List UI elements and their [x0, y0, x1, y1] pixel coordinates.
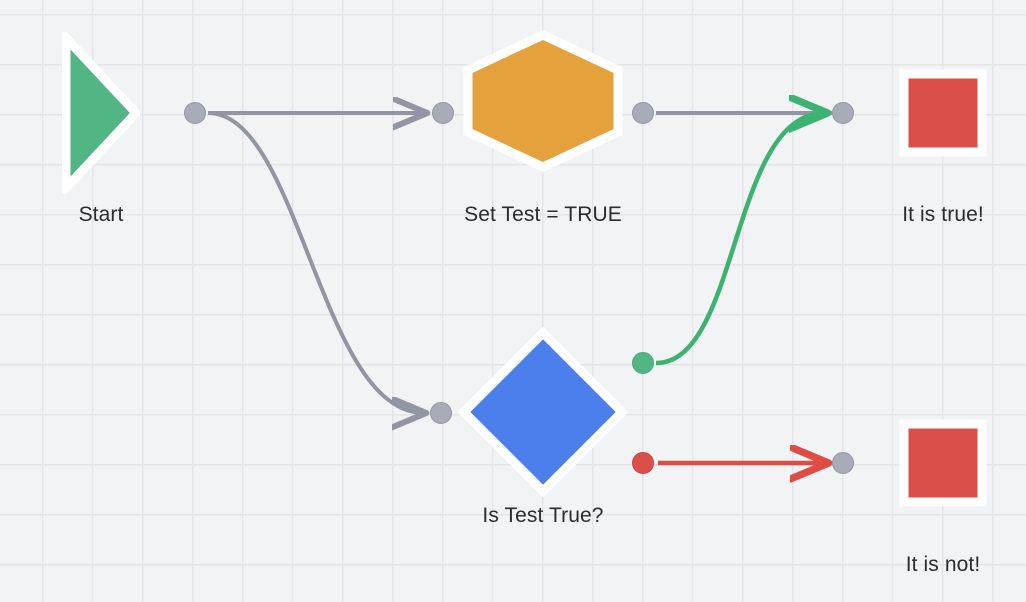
port-decision-true-output[interactable]: [632, 352, 654, 374]
port-start-output[interactable]: [184, 102, 206, 124]
node-label-it-is-true: It is true!: [902, 203, 984, 226]
square-shape[interactable]: [899, 69, 987, 157]
node-label-set-test: Set Test = TRUE: [464, 203, 622, 226]
edge-start-to-decision[interactable]: [207, 111, 424, 413]
node-is-test-true[interactable]: [458, 327, 628, 497]
port-it-is-true-input[interactable]: [832, 102, 854, 124]
port-set-test-input[interactable]: [432, 102, 454, 124]
node-set-test[interactable]: [463, 30, 623, 172]
hexagon-shape[interactable]: [463, 30, 623, 172]
triangle-right-shape[interactable]: [62, 32, 140, 194]
edge-decision-true-to-it-is-true[interactable]: [655, 113, 825, 366]
port-decision-input[interactable]: [430, 402, 452, 424]
node-label-it-is-not: It is not!: [905, 553, 981, 576]
node-start[interactable]: [62, 32, 140, 194]
node-label-start: Start: [78, 203, 124, 226]
node-it-is-not[interactable]: [899, 419, 987, 507]
node-it-is-true[interactable]: [899, 69, 987, 157]
diamond-shape[interactable]: [458, 327, 628, 497]
square-shape[interactable]: [899, 419, 987, 507]
node-label-is-test-true: Is Test True?: [482, 504, 604, 527]
port-decision-false-output[interactable]: [632, 452, 654, 474]
port-set-test-output[interactable]: [632, 102, 654, 124]
port-it-is-not-input[interactable]: [832, 452, 854, 474]
